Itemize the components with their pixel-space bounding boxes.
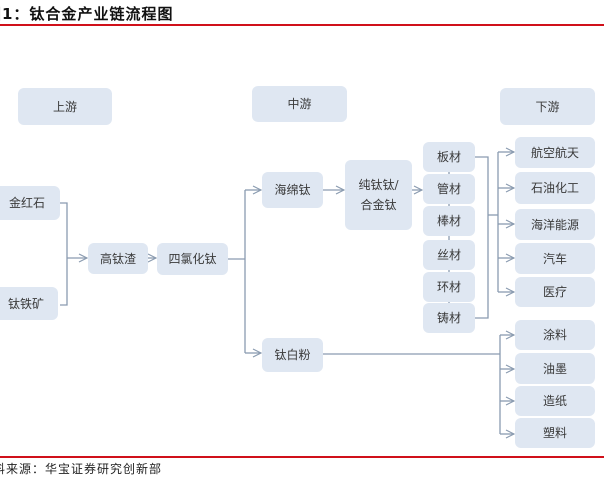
pure-titanium-label: 纯钛钛/ bbox=[358, 178, 399, 192]
titanium-slag: 高钛渣 bbox=[88, 243, 148, 274]
sponge-titanium: 海绵钛 bbox=[262, 172, 323, 208]
app-aerospace: 航空航天 bbox=[515, 137, 595, 168]
app-paper: 造纸 bbox=[515, 386, 595, 416]
titanium-dioxide: 钛白粉 bbox=[262, 338, 323, 372]
app-petrochemical: 石油化工 bbox=[515, 172, 595, 204]
alloy-titanium-label: 合金钛 bbox=[360, 198, 397, 212]
material-bar: 棒材 bbox=[423, 206, 475, 236]
app-medical: 医疗 bbox=[515, 277, 595, 307]
pure-alloy-titanium: 纯钛钛/ 合金钛 bbox=[345, 160, 412, 230]
material-ring: 环材 bbox=[423, 272, 475, 302]
app-plastics: 塑料 bbox=[515, 418, 595, 448]
source-note: 资料来源：华宝证券研究创新部 bbox=[0, 462, 163, 476]
app-marine-energy: 海洋能源 bbox=[515, 209, 595, 240]
stage-downstream: 下游 bbox=[500, 88, 595, 125]
material-plate: 板材 bbox=[423, 142, 475, 172]
app-ink: 油墨 bbox=[515, 353, 595, 384]
raw-ilmenite: 钛铁矿 bbox=[0, 287, 58, 320]
stage-upstream: 上游 bbox=[18, 88, 112, 125]
footer-divider bbox=[0, 456, 604, 458]
material-tube: 管材 bbox=[423, 174, 475, 204]
app-automotive: 汽车 bbox=[515, 243, 595, 274]
stage-midstream: 中游 bbox=[252, 86, 347, 122]
app-coatings: 涂料 bbox=[515, 320, 595, 350]
material-wire: 丝材 bbox=[423, 240, 475, 270]
raw-rutile: 金红石 bbox=[0, 186, 60, 220]
material-casting: 铸材 bbox=[423, 303, 475, 333]
title-divider bbox=[0, 24, 604, 26]
figure-title: 图1：钛合金产业链流程图 bbox=[0, 5, 174, 23]
titanium-tetrachloride: 四氯化钛 bbox=[157, 243, 228, 275]
